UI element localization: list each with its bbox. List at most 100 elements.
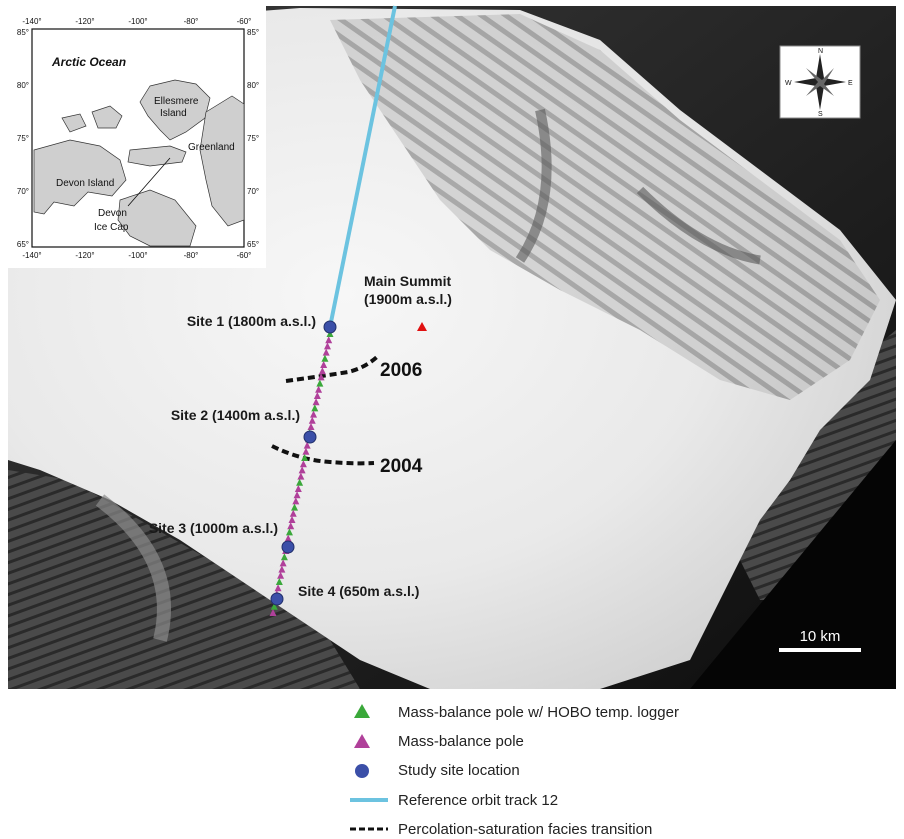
site-1-marker <box>323 320 337 334</box>
facies-transitions: 2006 2004 <box>271 354 423 477</box>
pole-marker <box>278 565 286 573</box>
pole-marker <box>293 491 301 499</box>
inset-bottom-tick: -60° <box>237 251 252 260</box>
legend: Mass-balance pole w/ HOBO temp. logger M… <box>350 704 679 838</box>
pole-marker <box>318 367 326 375</box>
inset-right-tick: 80° <box>247 81 259 90</box>
pole-marker <box>303 441 311 449</box>
inset-small-islands <box>61 105 123 133</box>
inset-left-tick: 65° <box>17 240 29 249</box>
inset-top-tick: -80° <box>184 17 199 26</box>
ridged-terrain <box>330 14 880 400</box>
inset-bottom-tick: -80° <box>184 251 199 260</box>
facies-line-2004 <box>271 444 375 466</box>
inset-greenland <box>199 95 245 227</box>
pole-marker <box>313 392 321 399</box>
facies-year-2006: 2006 <box>380 360 422 381</box>
inset-ellesmere-island <box>139 79 211 141</box>
scale-bar-label: 10 km <box>800 628 841 645</box>
facies-line-2006 <box>285 354 380 383</box>
no-data-corner <box>690 440 896 689</box>
pole-marker <box>294 485 302 492</box>
hobo-pole-marker <box>296 478 304 486</box>
inset-top-tick: -60° <box>237 17 252 26</box>
hobo-pole-marker <box>270 602 278 610</box>
site-3-marker <box>281 540 295 554</box>
inset-baffin-island <box>117 189 197 247</box>
pole-marker <box>322 348 330 356</box>
pole-marker <box>274 584 282 592</box>
legend-symbol-hobo-pole <box>354 704 370 718</box>
inset-right-tick: 75° <box>247 134 259 143</box>
orbit-track-line <box>328 5 397 328</box>
hobo-pole-marker <box>275 578 283 585</box>
inset-arctic-archipelago <box>33 139 127 215</box>
site-2-marker <box>303 430 317 444</box>
legend-label-hobo-pole: Mass-balance pole w/ HOBO temp. logger <box>398 704 679 721</box>
inset-right-tick: 70° <box>247 187 259 196</box>
inset-left-tick: 85° <box>17 28 29 37</box>
inset-label-ellesmere-2: Island <box>160 108 187 119</box>
summit-marker <box>417 322 427 331</box>
inset-top-tick: -140° <box>22 17 41 26</box>
north-arrow: N S E W <box>779 45 861 119</box>
legend-label-site: Study site location <box>398 762 520 779</box>
pole-marker <box>292 497 300 505</box>
inset-right-tick: 65° <box>247 240 259 249</box>
outlet-glacier-3 <box>95 494 171 642</box>
inset-right-tick: 85° <box>247 28 259 37</box>
pole-marker <box>269 609 277 616</box>
inset-devon-ice-cap-pointer <box>127 157 171 207</box>
inset-top-tick: -100° <box>128 17 147 26</box>
hobo-pole-marker <box>301 454 309 461</box>
inset-locator-map: Arctic Ocean Ellesmere Island Greenland … <box>8 6 266 268</box>
summit-label-line2: (1900m a.s.l.) <box>364 291 452 307</box>
site-2-label: Site 2 (1400m a.s.l.) <box>171 407 300 423</box>
scale-bar: 10 km <box>779 628 861 652</box>
inset-label-devon-island: Devon Island <box>56 178 114 189</box>
legend-label-pole: Mass-balance pole <box>398 733 524 750</box>
hobo-pole-marker <box>316 379 324 387</box>
hobo-pole-marker <box>280 553 288 561</box>
pole-marker <box>325 336 333 344</box>
compass-n: N <box>818 48 823 55</box>
hobo-pole-marker <box>311 404 319 412</box>
site-4-marker <box>270 592 284 606</box>
summit-label-line1: Main Summit <box>364 273 451 289</box>
pole-marker <box>307 423 315 430</box>
pole-marker <box>315 385 323 393</box>
pole-marker <box>308 416 316 424</box>
inset-bottom-tick: -120° <box>75 251 94 260</box>
legend-label-facies: Percolation-saturation facies transition <box>398 821 652 838</box>
pole-marker <box>298 466 306 474</box>
compass-s: S <box>818 111 823 118</box>
pole-marker <box>323 342 331 350</box>
pole-marker <box>284 534 292 542</box>
pole-marker <box>297 472 305 480</box>
compass-w: W <box>785 80 792 87</box>
outlet-glacier-1 <box>515 108 552 263</box>
inset-label-ellesmere-1: Ellesmere <box>154 96 199 107</box>
hobo-pole-marker <box>321 354 329 362</box>
legend-symbol-site <box>355 764 369 778</box>
facies-year-2004: 2004 <box>380 456 423 477</box>
pole-marker <box>289 509 297 517</box>
pole-marker <box>299 460 307 468</box>
inset-left-tick: 75° <box>17 134 29 143</box>
legend-label-orbit-track: Reference orbit track 12 <box>398 792 558 809</box>
inset-left-tick: 70° <box>17 187 29 196</box>
pole-marker <box>279 559 287 567</box>
inset-label-devon-ice-cap-1: Devon <box>98 208 127 219</box>
mass-balance-pole-transect <box>269 330 334 616</box>
main-summit: Main Summit (1900m a.s.l.) <box>364 273 452 331</box>
inset-title: Arctic Ocean <box>51 55 126 69</box>
inset-bottom-tick: -140° <box>22 251 41 260</box>
site-3-label: Site 3 (1000m a.s.l.) <box>149 520 278 536</box>
site-4-label: Site 4 (650m a.s.l.) <box>298 583 419 599</box>
rocky-coast-southwest <box>8 470 360 689</box>
hobo-pole-marker <box>285 528 293 536</box>
pole-marker <box>320 361 328 368</box>
compass-diagonal-icon <box>806 68 834 96</box>
inset-label-greenland: Greenland <box>188 142 235 153</box>
